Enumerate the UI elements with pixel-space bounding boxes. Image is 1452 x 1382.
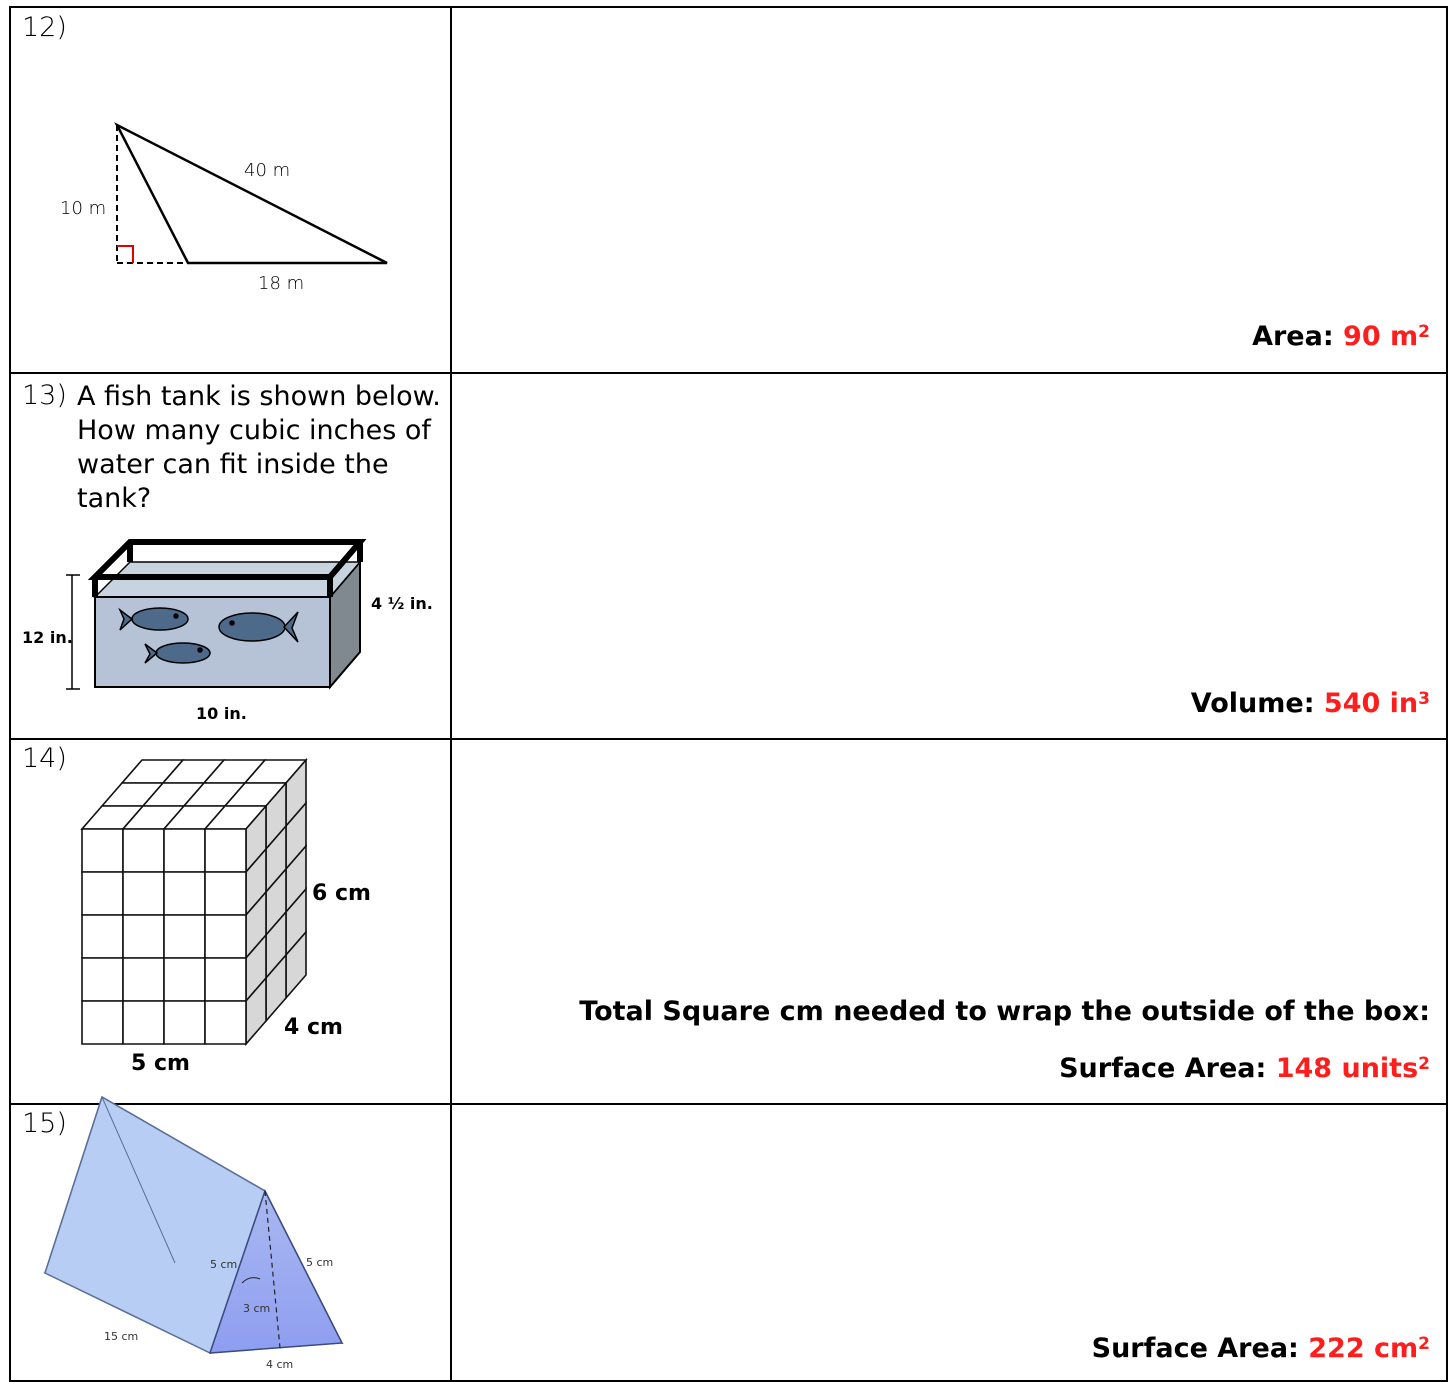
cube-front-face (163, 1000, 206, 1045)
cube-front-face (163, 871, 206, 916)
answer-label: Area: (1252, 321, 1334, 352)
cube-front-face (122, 1000, 165, 1045)
answer-label: Volume: (1190, 688, 1315, 719)
width-label: 10 in. (196, 704, 247, 723)
fish-icon (118, 607, 189, 631)
cube-front-face (204, 914, 247, 959)
tank-front-face (94, 596, 331, 688)
cube-front-face (163, 957, 206, 1002)
cube-front-face (122, 914, 165, 959)
cube-front-face (122, 828, 165, 873)
depth-label: 4 ½ in. (371, 594, 433, 613)
triangle-shape (114, 122, 388, 265)
cube-front-face (163, 914, 206, 959)
triangular-prism-diagram (43, 1095, 344, 1355)
base-label: 4 cm (266, 1358, 294, 1371)
cube-front-face (163, 828, 206, 873)
left-side-label: 5 cm (210, 1258, 238, 1271)
cube-stack-diagram (80, 757, 308, 1047)
question-text: A fish tank is shown below. How many cub… (77, 381, 441, 514)
cube-front-face (122, 871, 165, 916)
question-number: 15) (22, 1108, 67, 1139)
height-label: 3 cm (243, 1302, 271, 1315)
cube-front-face (81, 957, 124, 1002)
height-label: 6 cm (312, 881, 371, 906)
answer-value: 540 in3 (1323, 688, 1430, 719)
width-label: 5 cm (131, 1051, 190, 1076)
answer-value: 148 units2 (1275, 1053, 1430, 1084)
answer-label: Surface Area: (1059, 1053, 1267, 1084)
cube-front-face (122, 957, 165, 1002)
table-border-right (1446, 6, 1448, 1381)
hypotenuse-label: 40 m (244, 160, 291, 181)
row-divider (9, 1103, 1448, 1105)
question-number: 12) (22, 12, 67, 43)
row-divider (9, 372, 1448, 374)
table-border-bottom (9, 1380, 1448, 1382)
right-side-label: 5 cm (306, 1256, 334, 1269)
fish-tank-diagram (66, 539, 367, 690)
volume-answer: Volume: 540 in3 (1191, 688, 1430, 719)
prism-triangle-face (208, 1189, 344, 1354)
cube-front-face (81, 871, 124, 916)
area-answer: Area: 90 m2 (1252, 321, 1430, 352)
table-border-top (9, 6, 1448, 8)
table-border-left (9, 6, 11, 1381)
wrap-prompt: Total Square cm needed to wrap the outsi… (579, 996, 1430, 1027)
column-divider (450, 6, 452, 1381)
right-angle-marker (117, 245, 134, 263)
fish-icon (218, 611, 299, 643)
obtuse-triangle-diagram (114, 122, 388, 265)
cube-front-face (204, 1000, 247, 1045)
height-label: 12 in. (22, 628, 73, 647)
cube-front-face (81, 828, 124, 873)
surface-area-answer: Surface Area: 148 units2 (1059, 1053, 1430, 1084)
cube-front-face (81, 914, 124, 959)
answer-label: Surface Area: (1091, 1333, 1299, 1364)
surface-area-answer: Surface Area: 222 cm2 (1092, 1333, 1430, 1364)
question-number: 14) (22, 743, 67, 774)
length-label: 15 cm (104, 1330, 139, 1343)
row-divider (9, 738, 1448, 740)
question-number: 13) (22, 380, 67, 411)
depth-label: 4 cm (284, 1015, 343, 1040)
cube-front-face (204, 828, 247, 873)
height-label: 10 m (60, 198, 107, 219)
cube-front-face (204, 871, 247, 916)
fish-icon (144, 642, 211, 664)
base-label: 18 m (258, 273, 305, 294)
answer-value: 90 m2 (1343, 321, 1430, 352)
answer-value: 222 cm2 (1308, 1333, 1430, 1364)
cube-front-face (204, 957, 247, 1002)
cube-front-face (81, 1000, 124, 1045)
